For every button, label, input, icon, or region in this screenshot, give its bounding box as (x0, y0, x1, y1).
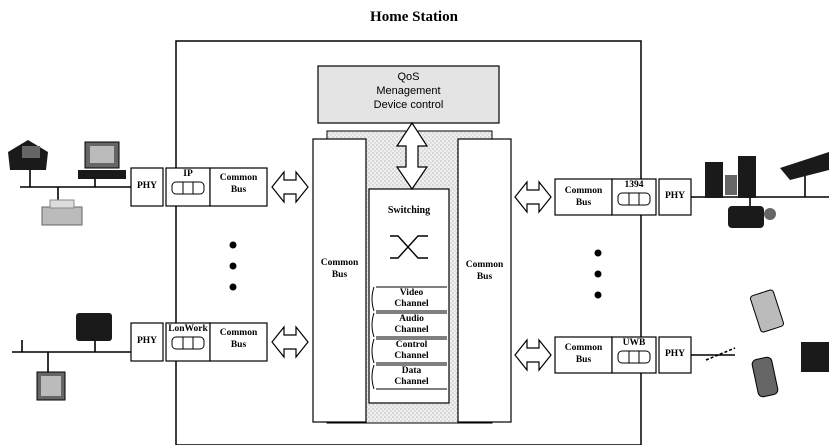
core-bus-right-line1: Common (458, 260, 511, 271)
phy-label-top-right: PHY (659, 191, 691, 201)
page-title: Home Station (329, 9, 499, 26)
bus-label-bottom-left-line1: Common (210, 328, 267, 339)
channel-audio-line1: Audio (376, 314, 447, 325)
phy-label-bottom-left: PHY (131, 336, 163, 346)
bus-label-bottom-right-line1: Common (555, 343, 612, 354)
protocol-label-top-right: 1394 (612, 180, 656, 190)
channel-video-line2: Channel (376, 299, 447, 310)
phone-icon (8, 140, 48, 170)
bus-box-top-right (555, 179, 612, 215)
bus-label-top-right-line1: Common (555, 186, 612, 197)
computer-icon (78, 142, 126, 179)
core-bus-left-line1: Common (313, 258, 366, 269)
pda-icon (750, 289, 785, 333)
protocol-label-top-left: IP (166, 169, 210, 179)
qos-label-line2: Menagement (318, 85, 499, 98)
bus-label-top-right-line2: Bus (555, 198, 612, 209)
channel-control-line2: Channel (376, 351, 447, 362)
core-bus-left-line2: Bus (313, 270, 366, 281)
channel-video-line1: Video (376, 288, 447, 299)
phy-label-bottom-right: PHY (659, 349, 691, 359)
keypad-icon (37, 372, 65, 400)
phy-label-top-left: PHY (131, 181, 163, 191)
switching-label: Switching (369, 205, 449, 216)
laptop-icon (801, 342, 829, 372)
channel-control-line1: Control (376, 340, 447, 351)
bus-label-top-left-line1: Common (210, 173, 267, 184)
bus-label-bottom-left-line2: Bus (210, 340, 267, 351)
protocol-label-bottom-left: LonWork (166, 324, 210, 334)
core-bus-right-line2: Bus (458, 272, 511, 283)
qos-label-line1: QoS (318, 71, 499, 84)
printer-icon (42, 200, 82, 225)
channel-data-line2: Channel (376, 377, 447, 388)
mobile-phone-icon (751, 356, 778, 397)
bus-label-bottom-right-line2: Bus (555, 355, 612, 366)
channel-data-line1: Data (376, 366, 447, 377)
bus-label-top-left-line2: Bus (210, 185, 267, 196)
channel-audio-line2: Channel (376, 325, 447, 336)
speakers-icon (705, 156, 756, 198)
set-top-box-icon (76, 313, 112, 341)
protocol-label-bottom-right: UWB (612, 338, 656, 348)
qos-label-line3: Device control (318, 99, 499, 112)
